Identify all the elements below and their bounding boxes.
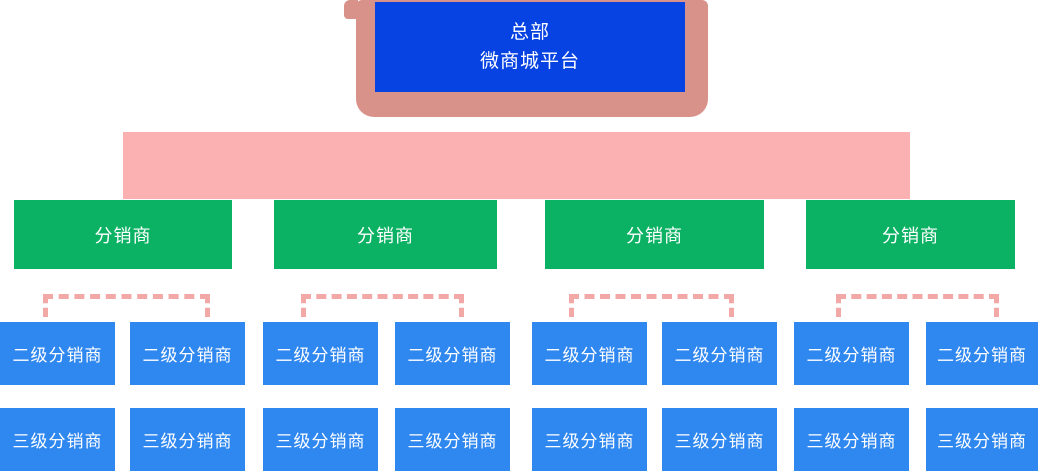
level3-node-3: 三级分销商 bbox=[263, 408, 378, 471]
connector-bar bbox=[123, 132, 910, 199]
distributor-node-3: 分销商 bbox=[545, 200, 764, 269]
level3-node-2: 三级分销商 bbox=[130, 408, 245, 471]
level3-node-5: 三级分销商 bbox=[532, 408, 647, 471]
dashed-bracket-3 bbox=[569, 294, 734, 317]
level2-node-6: 二级分销商 bbox=[662, 322, 777, 385]
dashed-bracket-1 bbox=[43, 294, 210, 317]
level2-node-5: 二级分销商 bbox=[532, 322, 647, 385]
level2-node-4: 二级分销商 bbox=[395, 322, 510, 385]
hq-node: 总部 微商城平台 bbox=[375, 2, 685, 92]
level2-node-1: 二级分销商 bbox=[0, 322, 115, 385]
level3-node-4: 三级分销商 bbox=[395, 408, 510, 471]
level2-node-2: 二级分销商 bbox=[130, 322, 245, 385]
level2-node-8: 二级分销商 bbox=[926, 322, 1038, 385]
hq-title-line1: 总部 bbox=[509, 21, 550, 43]
dashed-bracket-2 bbox=[301, 294, 464, 317]
level3-node-1: 三级分销商 bbox=[0, 408, 115, 471]
level2-node-3: 二级分销商 bbox=[263, 322, 378, 385]
level3-node-6: 三级分销商 bbox=[662, 408, 777, 471]
level3-node-8: 三级分销商 bbox=[926, 408, 1038, 471]
hq-frame-notch bbox=[344, 0, 358, 19]
level3-node-7: 三级分销商 bbox=[794, 408, 909, 471]
level2-node-7: 二级分销商 bbox=[794, 322, 909, 385]
distributor-node-4: 分销商 bbox=[806, 200, 1015, 269]
distributor-node-2: 分销商 bbox=[274, 200, 497, 269]
distributor-node-1: 分销商 bbox=[14, 200, 232, 269]
dashed-bracket-4 bbox=[836, 294, 999, 317]
hq-title-line2: 微商城平台 bbox=[479, 50, 580, 72]
